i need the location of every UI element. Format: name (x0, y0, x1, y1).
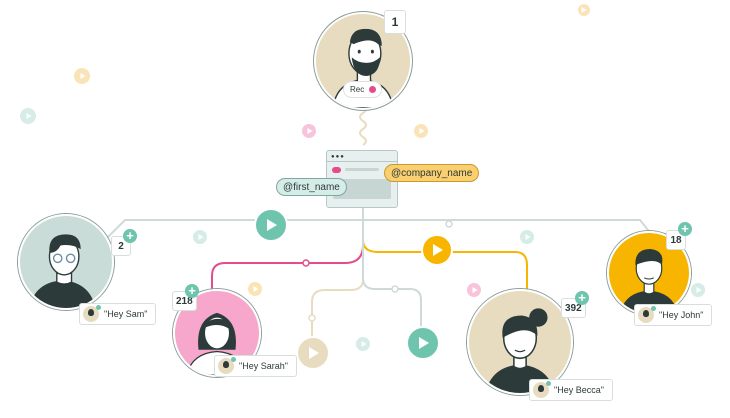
play-icon (248, 282, 262, 296)
line-to-john (363, 219, 653, 236)
play-icon (578, 4, 590, 16)
avatar-thumbnail-icon (218, 357, 236, 374)
greeting-label: "Hey Sarah" (239, 361, 288, 371)
company-name-variable[interactable]: @company_name (384, 164, 480, 182)
play-icon (356, 337, 370, 351)
play-button[interactable] (296, 336, 330, 370)
avatar-thumbnail-icon (533, 381, 551, 398)
add-button[interactable]: + (678, 222, 692, 236)
record-dot-icon (369, 86, 377, 93)
play-icon (74, 68, 90, 84)
greeting-label: "Hey Becca" (554, 385, 604, 395)
squiggle-line (359, 104, 367, 146)
add-button[interactable]: + (185, 284, 199, 298)
play-icon (467, 283, 481, 297)
woman-bun-illustration (469, 291, 571, 393)
play-icon (20, 108, 36, 124)
record-icon (332, 167, 341, 173)
line-to-sarah (211, 206, 364, 292)
avatar-john[interactable] (607, 231, 691, 315)
greeting-chip-sam[interactable]: "Hey Sam" (79, 303, 157, 325)
rec-label: Rec (350, 85, 365, 94)
avatar-thumbnail-icon (638, 306, 656, 323)
gray-line (362, 206, 422, 328)
first-name-variable[interactable]: @first_name (276, 178, 347, 196)
avatar-becca[interactable] (467, 289, 573, 395)
play-button[interactable] (254, 208, 288, 242)
greeting-chip-becca[interactable]: "Hey Becca" (529, 379, 613, 401)
greeting-chip-sarah[interactable]: "Hey Sarah" (214, 355, 297, 377)
response-count-badge: 1 (384, 10, 406, 34)
sand-line (311, 206, 364, 340)
play-icon (193, 230, 207, 244)
man-short-hair-illustration (609, 233, 689, 313)
add-button[interactable]: + (123, 229, 137, 243)
line-to-sam (104, 206, 364, 241)
play-button[interactable] (421, 234, 453, 266)
avatar-thumbnail-icon (83, 305, 101, 322)
recording-indicator[interactable]: Rec (344, 82, 382, 97)
greeting-chip-john[interactable]: "Hey John" (634, 304, 713, 326)
play-icon (520, 230, 534, 244)
greeting-label: "Hey John" (659, 310, 704, 320)
avatar-sam[interactable] (18, 214, 114, 310)
play-icon (691, 283, 705, 297)
play-button[interactable] (406, 326, 440, 360)
greeting-label: "Hey Sam" (104, 309, 148, 319)
play-icon (414, 124, 428, 138)
add-button[interactable]: + (575, 291, 589, 305)
play-icon (302, 124, 316, 138)
man-glasses-illustration (20, 216, 112, 308)
